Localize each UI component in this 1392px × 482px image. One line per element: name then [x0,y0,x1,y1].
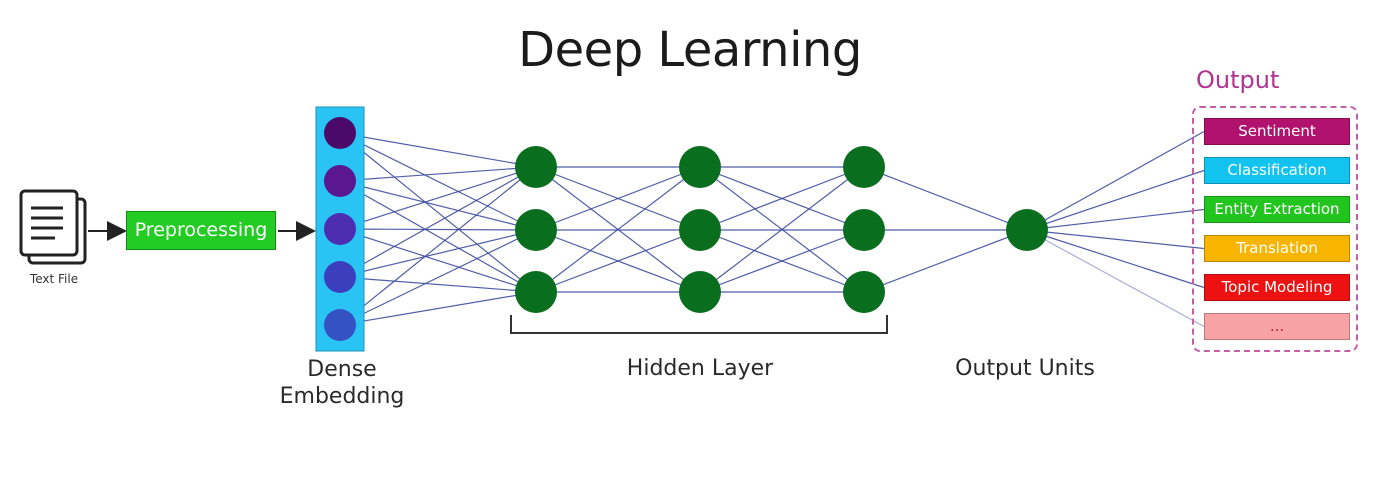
hidden-node [679,146,721,188]
hidden-node [679,209,721,251]
output-item: ... [1204,313,1350,340]
hidden-node [843,146,885,188]
edge-embedding-hidden1 [339,166,537,182]
output-item: Translation [1204,235,1350,262]
edge-embedding-hidden1 [339,180,537,293]
embedding-node [324,309,356,341]
edge-embedding-hidden1 [339,166,537,326]
edge-embedding-hidden1 [339,228,537,231]
edge-embedding-hidden1 [339,166,537,230]
output-title: Output [1196,66,1280,94]
edge-embedding-hidden1 [339,276,537,293]
output-item: Entity Extraction [1204,196,1350,223]
edge-embedding-hidden1 [339,291,537,326]
edge-embedding-hidden1 [339,228,537,293]
output-item: Classification [1204,157,1350,184]
edge-hidden-output [863,229,1028,293]
edge-output-box [1026,130,1205,231]
edge-embedding-hidden1 [339,229,537,326]
edge-hidden-hidden [699,166,865,231]
network-edges [339,130,1205,328]
output-frame [1192,106,1358,352]
hidden-node [679,271,721,313]
text-file-icon [19,189,87,265]
edge-output-box [1026,229,1205,289]
embedding-node [324,261,356,293]
edge-embedding-hidden1 [339,132,537,231]
edge-embedding-hidden1 [339,229,537,278]
diagram-title: Deep Learning [518,22,862,78]
edge-hidden-hidden [535,229,701,293]
edge-embedding-hidden1 [339,180,537,231]
edge-output-box [1026,229,1205,250]
embedding-node [324,117,356,149]
edge-embedding-hidden1 [339,166,537,278]
dense-label-line1: Dense [307,357,377,382]
hidden-node [515,209,557,251]
hidden-node [515,271,557,313]
hidden-layer-bracket [510,315,888,334]
edge-output-box [1026,169,1205,231]
dense-embedding-label: Dense Embedding [262,356,422,410]
output-unit-node [1006,209,1048,251]
network-nodes [315,106,1048,352]
dense-label-line2: Embedding [279,384,405,409]
embedding-node [324,213,356,245]
edge-embedding-hidden1 [339,132,537,293]
edge-output-box [1026,208,1205,231]
edge-hidden-hidden [535,166,701,231]
edge-output-box [1026,229,1205,328]
edge-hidden-hidden [699,229,865,293]
hidden-node [843,209,885,251]
edge-hidden-output [863,166,1028,231]
embedding-node [324,165,356,197]
output-units-label: Output Units [955,356,1095,381]
text-file-label: Text File [29,272,79,286]
output-item: Sentiment [1204,118,1350,145]
output-item: Topic Modeling [1204,274,1350,301]
hidden-node [515,146,557,188]
hidden-node [843,271,885,313]
preprocessing-box: Preprocessing [126,211,276,250]
edge-hidden-hidden [699,166,865,293]
edge-embedding-hidden1 [339,132,537,168]
hidden-layer-label: Hidden Layer [626,356,774,381]
edge-hidden-hidden [535,166,701,293]
